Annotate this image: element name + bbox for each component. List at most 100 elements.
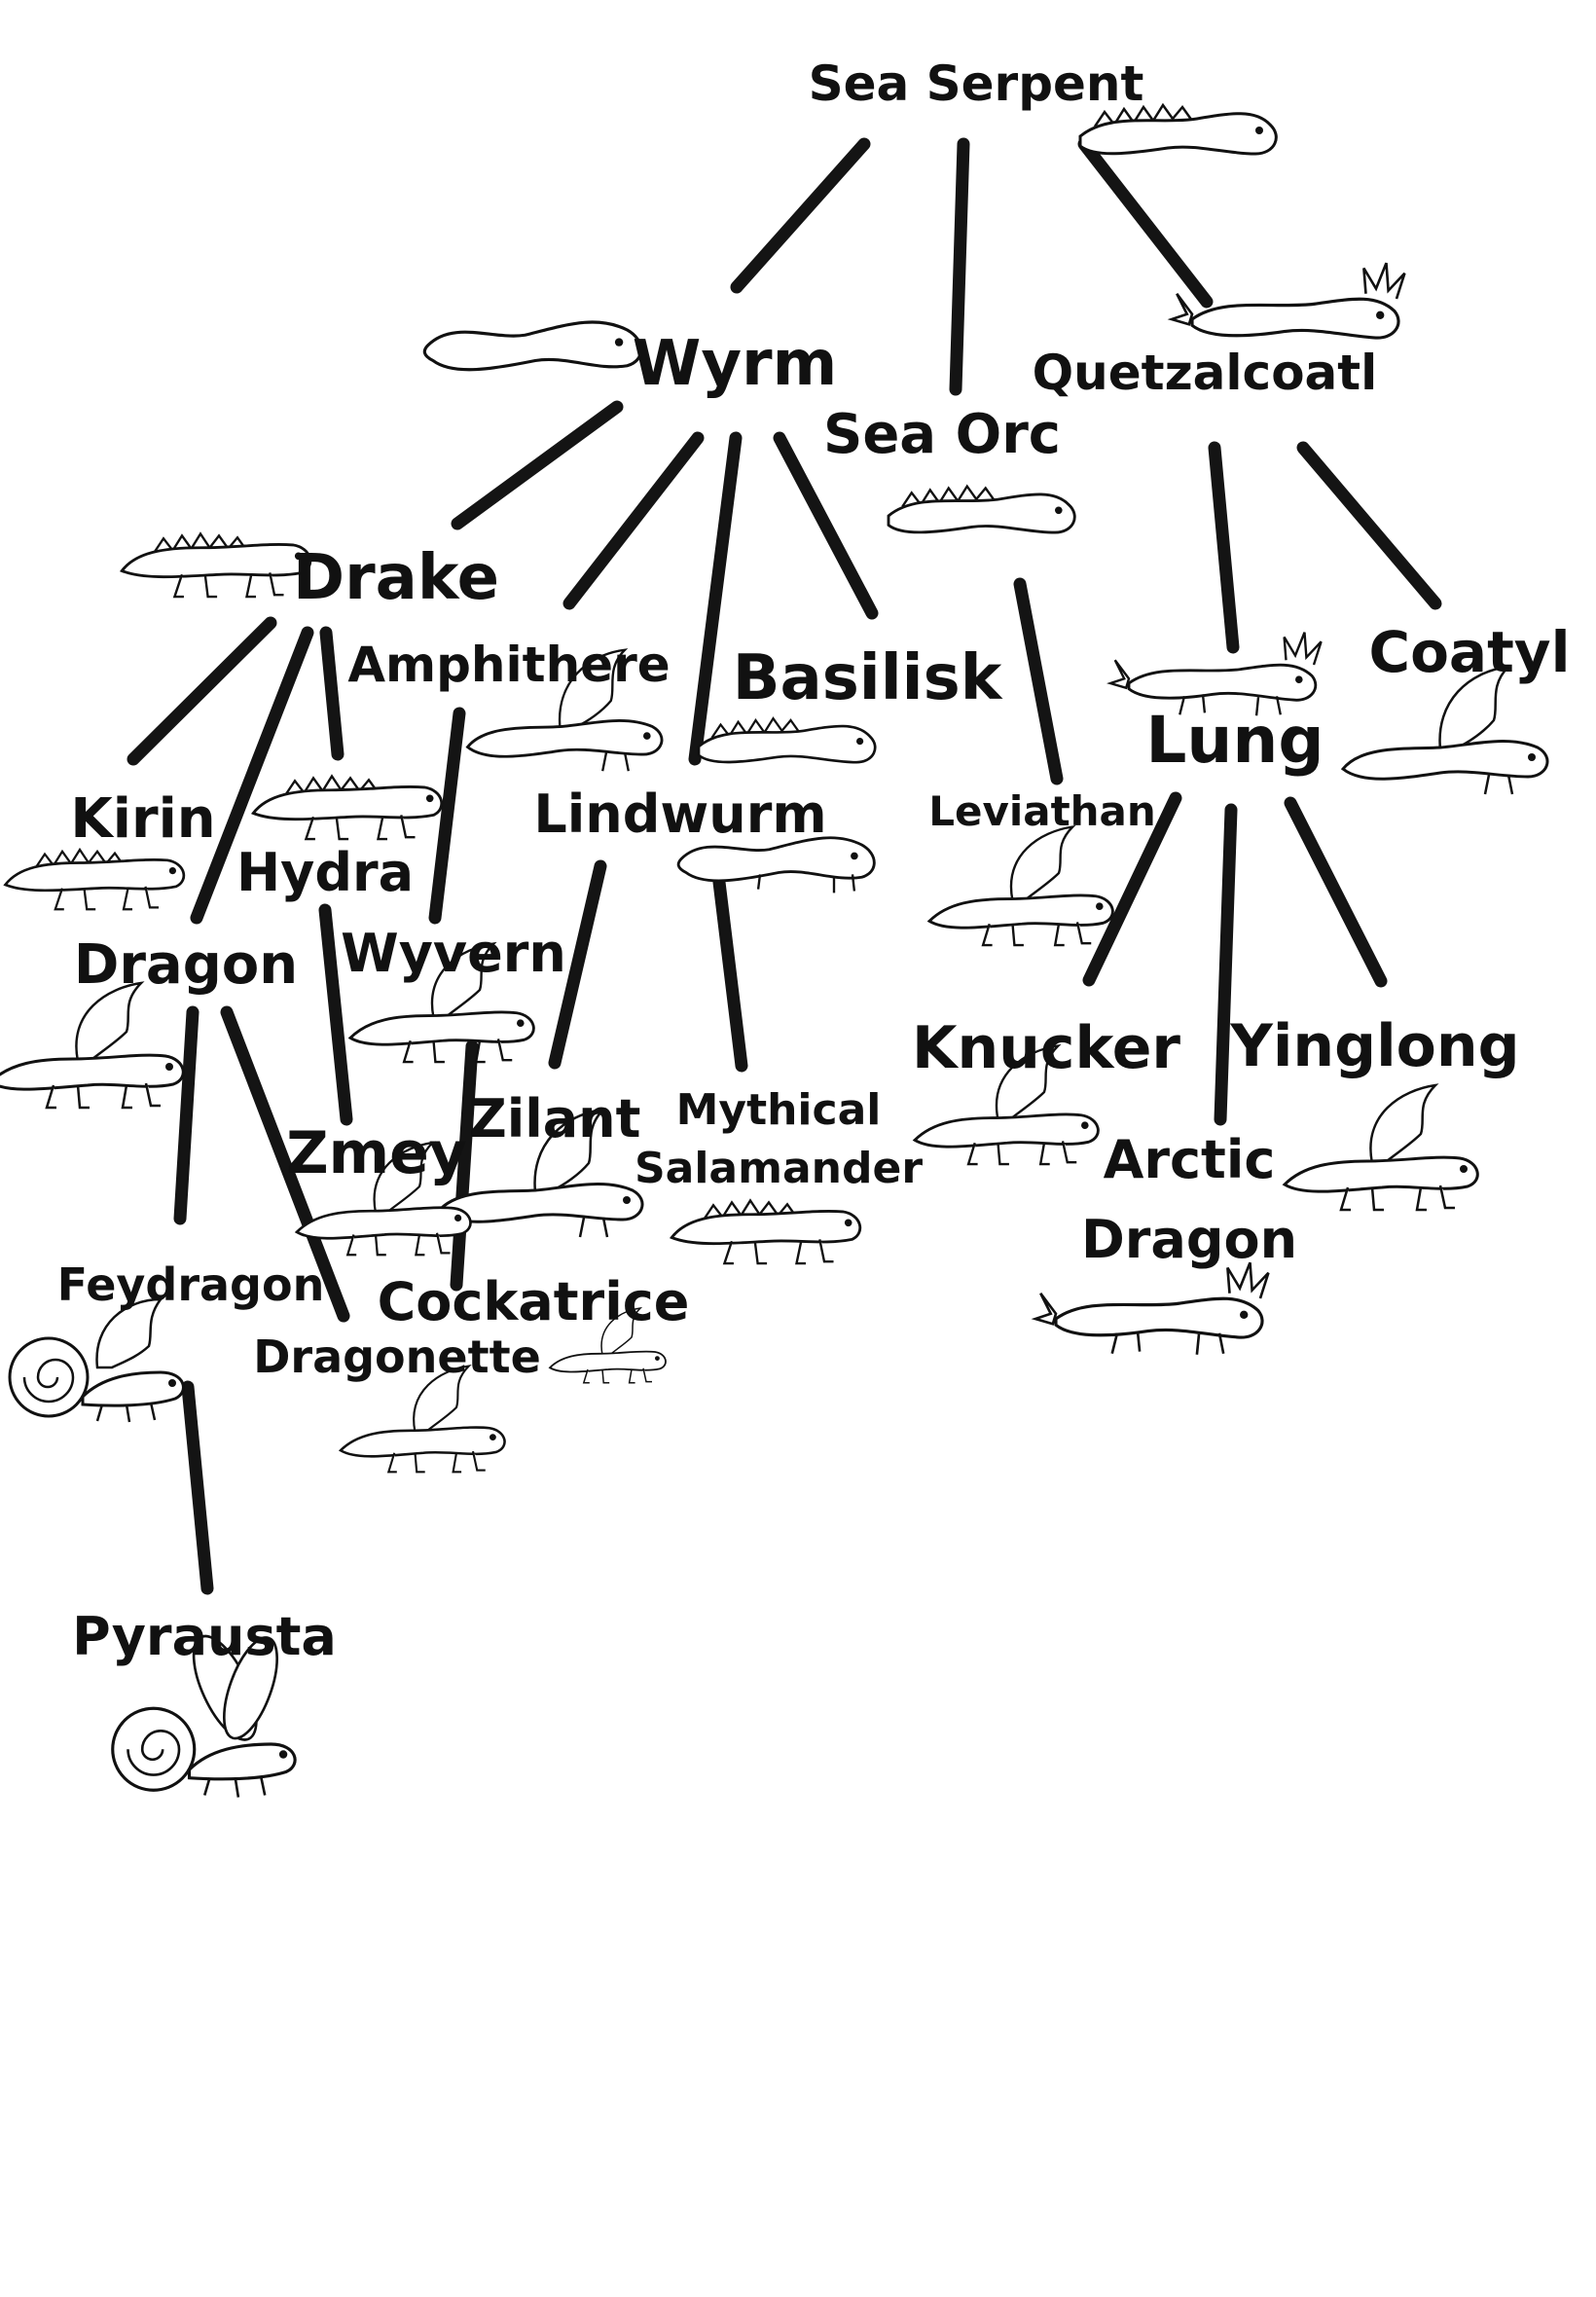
edge-dragon-to-feydragon: [173, 1005, 200, 1225]
sea-orc-creature-icon: [887, 484, 1076, 534]
lung-creature-icon: [1106, 632, 1323, 716]
node-label-sea-serpent: Sea Serpent: [809, 55, 1144, 112]
node-label-cockatrice: Cockatrice: [378, 1271, 690, 1332]
node-label-sea-orc: Sea Orc: [823, 403, 1061, 466]
node-label-line: Sea Serpent: [809, 55, 1144, 112]
node-label-hydra: Hydra: [236, 842, 414, 903]
edge-sea-serpent-to-quetzalcoatl: [1077, 137, 1214, 309]
lindwurm-creature-icon: [676, 836, 876, 893]
node-label-wyvern: Wyvern: [341, 923, 566, 984]
node-label-line: Quetzalcoatl: [1033, 345, 1378, 401]
node-label-drake: Drake: [293, 542, 499, 614]
node-label-line: Cockatrice: [378, 1271, 690, 1332]
node-label-line: Wyvern: [341, 923, 566, 984]
node-label-line: Coatyl: [1369, 619, 1571, 685]
edge-wyrm-to-drake: [451, 400, 624, 530]
edge-lung-to-arctic-dragon: [1214, 803, 1238, 1126]
node-label-basilisk: Basilisk: [733, 642, 1003, 714]
node-label-line: Kirin: [70, 787, 215, 851]
edge-dragon-to-dragonette: [220, 1005, 350, 1323]
amphithere-creature-icon: [465, 648, 664, 772]
edge-lindwurm-to-mythical-salamander: [710, 859, 748, 1073]
creatures-layer: [0, 102, 1549, 1798]
node-label-line: Basilisk: [733, 642, 1003, 714]
edge-lindwurm-to-zilant: [548, 859, 607, 1070]
node-label-wyrm: Wyrm: [633, 328, 838, 400]
node-label-lung: Lung: [1145, 703, 1324, 778]
edge-sea-orc-to-leviathan: [1013, 577, 1064, 785]
node-label-pyrausta: Pyrausta: [72, 1606, 337, 1667]
wyrm-creature-icon: [422, 320, 643, 372]
edge-wyrm-to-amphithere: [562, 431, 705, 610]
kirin-creature-icon: [3, 847, 186, 911]
node-label-line: Knucker: [912, 1014, 1180, 1082]
node-label-zilant: Zilant: [469, 1088, 641, 1149]
quetzalcoatl-creature-icon: [1167, 262, 1406, 340]
node-label-line: Dragonette: [253, 1331, 541, 1383]
node-label-line: Pyrausta: [72, 1606, 337, 1667]
edge-amphithere-to-wyvern: [428, 707, 466, 925]
node-label-line: Sea Orc: [823, 403, 1061, 466]
feydragon-creature-icon: [8, 1297, 185, 1423]
edge-lung-to-yinglong: [1284, 796, 1388, 988]
node-label-line: Drake: [293, 542, 499, 614]
edge-quetzalcoatl-to-coatyl: [1296, 441, 1442, 610]
node-label-line: Arctic: [1104, 1129, 1276, 1190]
edge-drake-to-hydra: [319, 626, 345, 761]
edge-wyvern-to-cockatrice: [450, 1039, 479, 1292]
node-label-line: Yinglong: [1229, 1012, 1519, 1080]
pyrausta-creature-icon: [111, 1634, 297, 1798]
node-label-line: Zilant: [469, 1088, 641, 1149]
basilisk-creature-icon: [697, 716, 877, 764]
sea-serpent-creature-icon: [1078, 102, 1278, 156]
drake-creature-icon: [119, 531, 312, 599]
edge-wyrm-to-basilisk: [773, 431, 879, 620]
node-label-coatyl: Coatyl: [1369, 619, 1571, 685]
leviathan-creature-icon: [926, 824, 1114, 947]
node-label-line: Wyrm: [633, 328, 838, 400]
node-label-quetzalcoatl: Quetzalcoatl: [1033, 345, 1378, 401]
mythical-salamander-creature-icon: [669, 1198, 862, 1265]
node-label-dragonette: Dragonette: [253, 1331, 541, 1383]
node-label-line: Amphithere: [347, 637, 670, 693]
edge-sea-serpent-to-wyrm: [730, 137, 871, 294]
arctic-dragon-creature-icon: [1031, 1261, 1270, 1355]
node-label-kirin: Kirin: [70, 787, 215, 851]
node-label-zmey: Zmey: [286, 1119, 467, 1187]
wyvern-creature-icon: [347, 941, 535, 1064]
node-label-line: Lindwurm: [533, 784, 826, 845]
edge-hydra-to-zmey: [318, 903, 353, 1126]
edges-layer: [127, 137, 1442, 1595]
edge-wyrm-to-lindwurm: [688, 431, 743, 766]
hydra-creature-icon: [250, 774, 444, 841]
zmey-creature-icon: [294, 1141, 472, 1257]
node-label-line: Feydragon: [57, 1258, 325, 1311]
node-label-lindwurm: Lindwurm: [533, 784, 826, 845]
yinglong-creature-icon: [1282, 1083, 1479, 1212]
edge-sea-serpent-to-sea-orc: [949, 137, 970, 396]
knucker-creature-icon: [912, 1043, 1100, 1166]
node-label-amphithere: Amphithere: [347, 637, 670, 693]
node-label-knucker: Knucker: [912, 1014, 1180, 1082]
zilant-creature-icon: [435, 1108, 644, 1238]
dragon-creature-icon: [0, 981, 185, 1110]
node-label-feydragon: Feydragon: [57, 1258, 325, 1311]
cockatrice-creature-icon: [548, 1306, 667, 1384]
edge-drake-to-dragon: [190, 626, 314, 925]
node-label-line: Zmey: [286, 1119, 467, 1187]
node-label-line: Mythical: [676, 1085, 882, 1135]
node-label-line: Lung: [1145, 703, 1324, 778]
node-label-dragon: Dragon: [74, 933, 298, 997]
edge-lung-to-knucker: [1082, 791, 1182, 987]
edge-feydragon-to-pyrausta: [181, 1380, 214, 1595]
edge-quetzalcoatl-to-lung: [1208, 441, 1240, 654]
node-label-line: Dragon: [74, 933, 298, 997]
node-label-yinglong: Yinglong: [1229, 1012, 1519, 1080]
node-label-leviathan: Leviathan: [928, 787, 1156, 835]
coatyl-creature-icon: [1340, 665, 1549, 795]
